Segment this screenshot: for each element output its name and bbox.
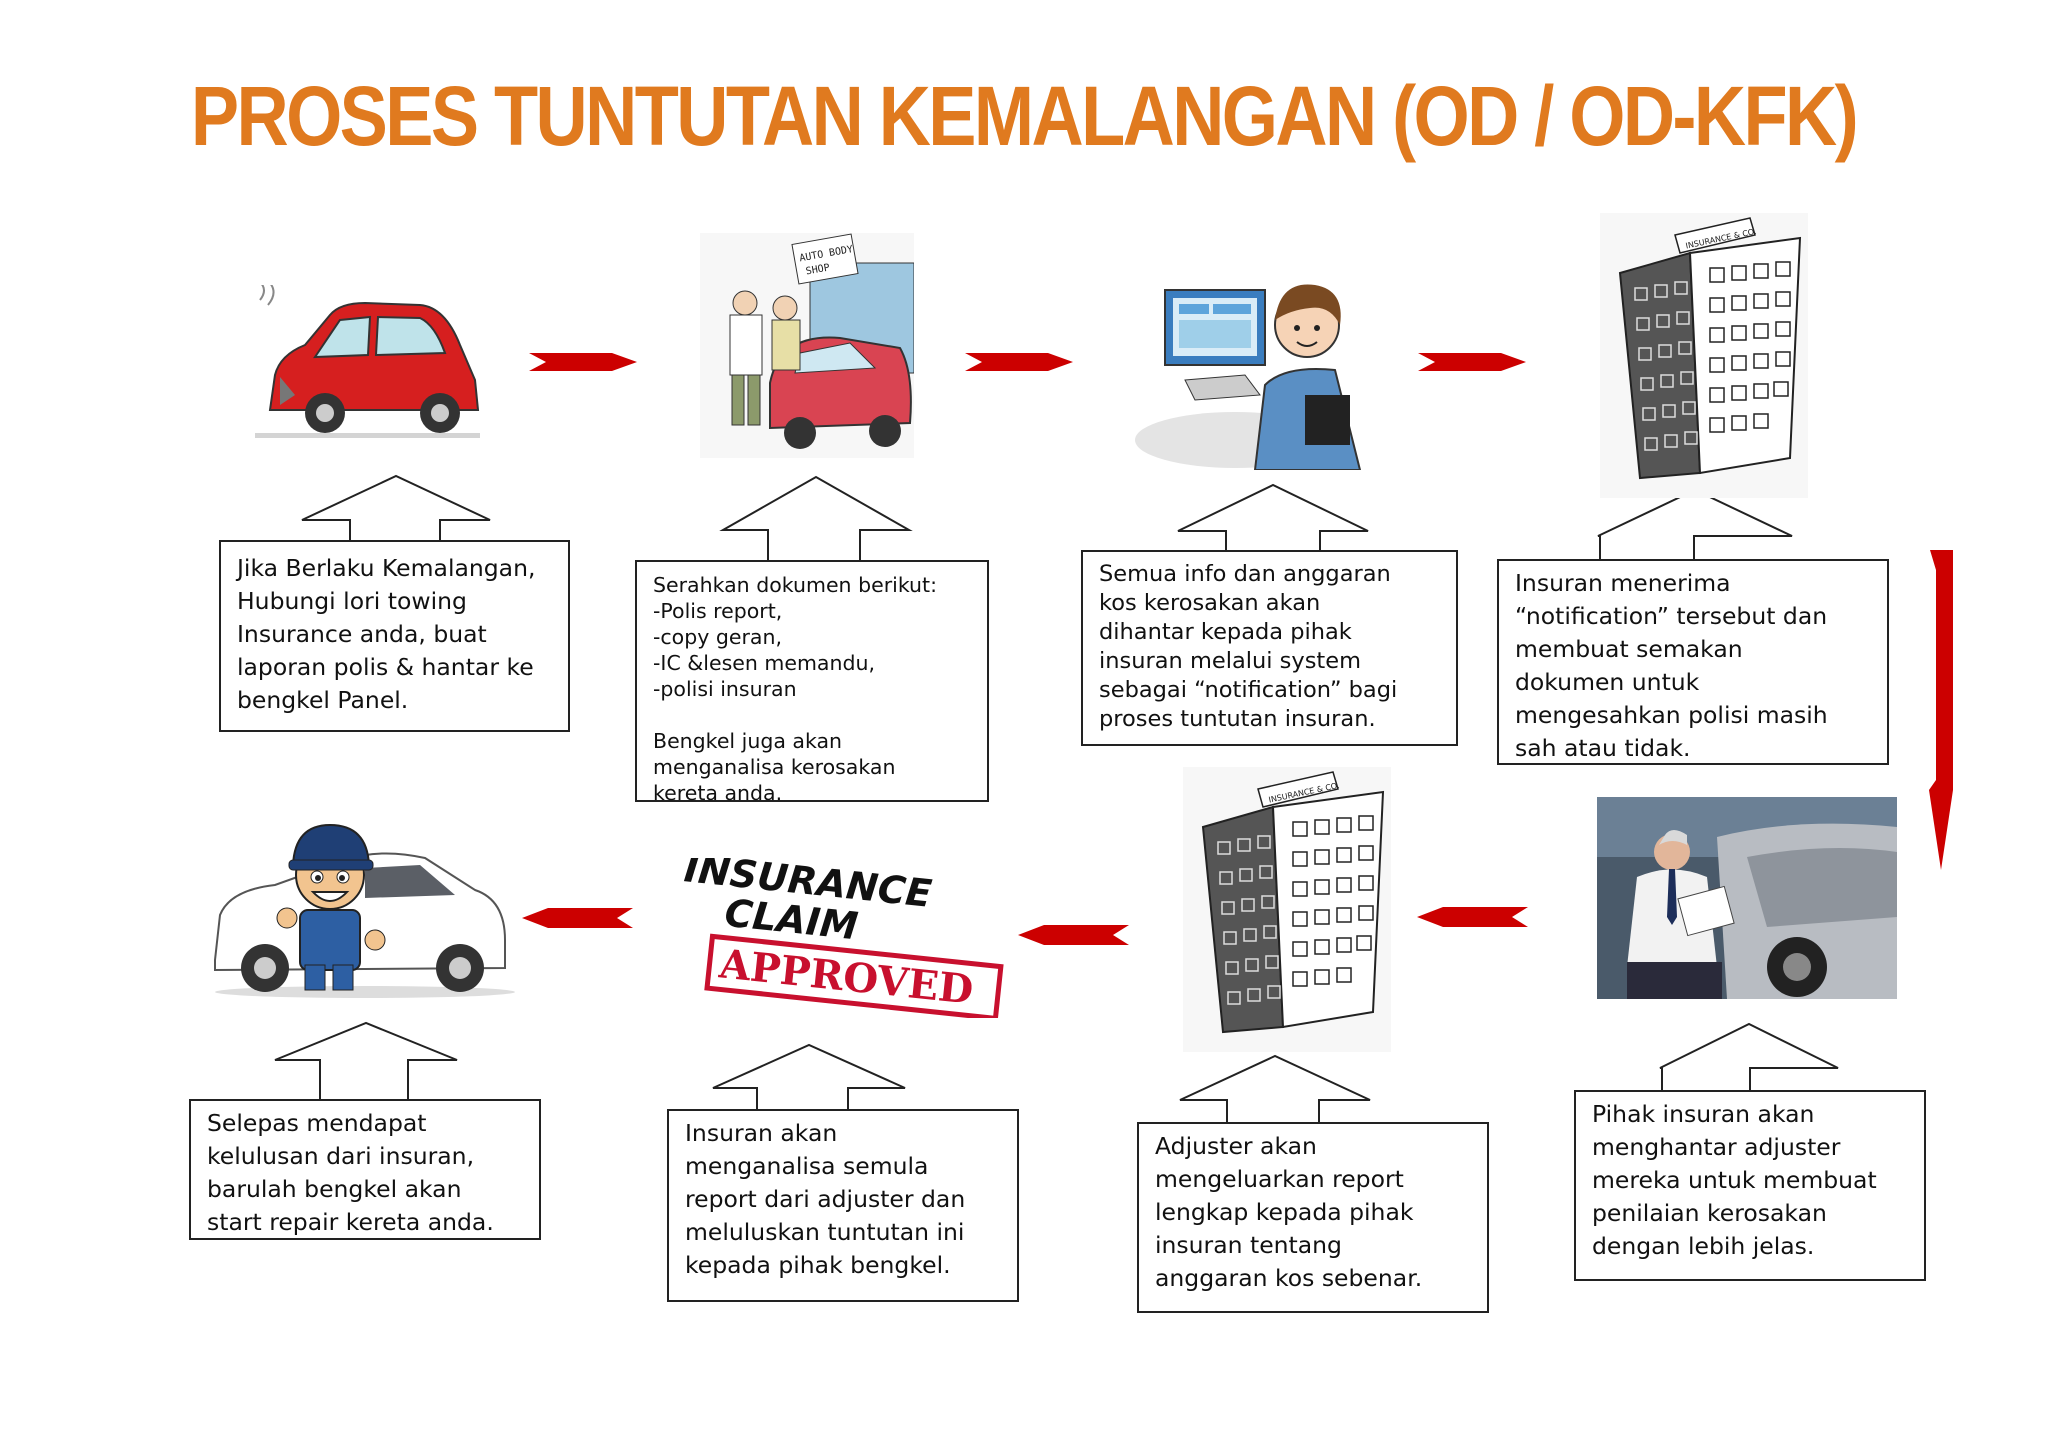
callout-arrow-2 [719, 475, 913, 563]
step-6-description: Adjuster akan mengeluarkan report lengka… [1137, 1122, 1489, 1313]
callout-arrow-8 [274, 1021, 458, 1101]
arrow-right-1 [529, 353, 637, 371]
man-at-computer-icon [1135, 284, 1362, 470]
arrow-left-2 [1018, 925, 1129, 945]
step-8-description: Selepas mendapat kelulusan dari insuran,… [189, 1099, 541, 1240]
callout-arrow-3 [1177, 483, 1369, 553]
step-7-description: Insuran akan menganalisa semula report d… [667, 1109, 1019, 1302]
adjuster-inspecting-car-photo [1597, 797, 1897, 999]
page-title: PROSES TUNTUTAN KEMALANGAN (OD / OD-KFK) [190, 69, 1859, 163]
callout-arrow-4 [1597, 488, 1793, 563]
arrow-left-3 [522, 908, 633, 928]
damaged-car-icon [255, 285, 480, 438]
step-4-description: Insuran menerima “notification” tersebut… [1497, 559, 1889, 765]
step-5-description: Pihak insuran akan menghantar adjuster m… [1574, 1090, 1926, 1281]
autobody-shop-cartoon: AUTO BODY SHOP [700, 233, 914, 458]
arrow-down [1929, 550, 1953, 870]
arrow-right-2 [965, 353, 1073, 371]
claim-approved-stamp: INSURANCE CLAIM APPROVED [682, 858, 1004, 1018]
insurance-building-icon: INSURANCE & CO. [1600, 213, 1808, 498]
callout-arrow-6 [1179, 1054, 1371, 1125]
svg-text:SHOP: SHOP [805, 262, 831, 277]
step-2-description: Serahkan dokumen berikut: -Polis report,… [635, 560, 989, 805]
arrow-left-1 [1417, 907, 1528, 927]
callout-arrow-7 [712, 1043, 906, 1111]
arrow-right-3 [1418, 353, 1526, 371]
mechanic-with-car-icon [214, 823, 515, 998]
step-3-description: Semua info dan anggaran kos kerosakan ak… [1081, 550, 1458, 746]
callout-arrow-1 [301, 474, 491, 543]
insurance-building-icon-2: INSURANCE & CO. [1183, 767, 1391, 1052]
step-1-description: Jika Berlaku Kemalangan, Hubungi lori to… [219, 540, 570, 732]
callout-arrow-5 [1659, 1022, 1839, 1092]
